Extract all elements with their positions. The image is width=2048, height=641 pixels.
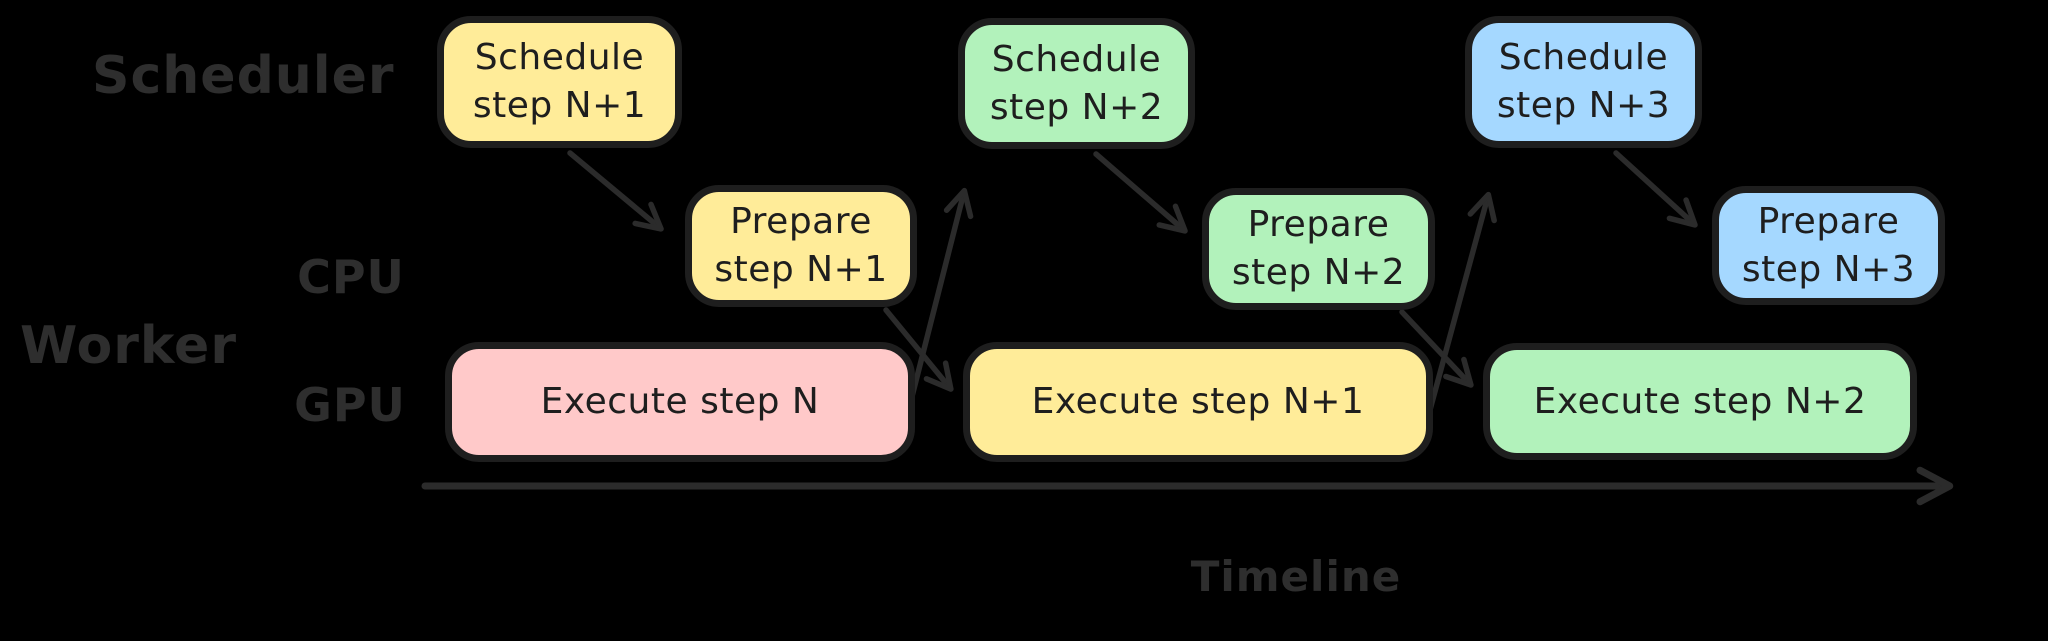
node-prepare-step-n2: Prepare step N+2 bbox=[1202, 188, 1435, 310]
lane-label-cpu: CPU bbox=[297, 250, 405, 304]
arrow-schedule-n3-to-prepare-n3 bbox=[1613, 150, 1698, 228]
node-schedule-step-n3: Schedule step N+3 bbox=[1465, 16, 1702, 148]
lane-label-worker: Worker bbox=[20, 316, 237, 376]
node-label: Schedule step N+2 bbox=[989, 38, 1164, 128]
node-execute-step-n2: Execute step N+2 bbox=[1483, 343, 1917, 460]
node-label: Prepare step N+1 bbox=[714, 201, 888, 290]
node-label: Schedule step N+1 bbox=[472, 37, 647, 126]
node-schedule-step-n1: Schedule step N+1 bbox=[437, 16, 682, 148]
node-label: Prepare step N+2 bbox=[1231, 204, 1406, 293]
arrow-execute-n1-to-schedule-n3 bbox=[1421, 191, 1497, 435]
node-execute-step-n1: Execute step N+1 bbox=[963, 342, 1433, 462]
arrow-prepare-n2-to-execute-n2 bbox=[1399, 309, 1474, 388]
node-prepare-step-n3: Prepare step N+3 bbox=[1712, 186, 1945, 305]
node-schedule-step-n2: Schedule step N+2 bbox=[958, 18, 1195, 149]
node-execute-step-n: Execute step N bbox=[445, 342, 915, 462]
node-label: Schedule step N+3 bbox=[1496, 37, 1671, 126]
node-prepare-step-n1: Prepare step N+1 bbox=[685, 185, 917, 307]
arrow-schedule-n1-to-prepare-n1 bbox=[567, 150, 664, 232]
node-label: Execute step N bbox=[540, 381, 820, 423]
arrow-schedule-n2-to-prepare-n2 bbox=[1093, 151, 1188, 234]
node-label: Prepare step N+3 bbox=[1741, 200, 1916, 290]
lane-label-gpu: GPU bbox=[294, 378, 406, 432]
node-label: Execute step N+2 bbox=[1533, 380, 1867, 422]
lane-label-scheduler: Scheduler bbox=[92, 46, 395, 106]
node-label: Execute step N+1 bbox=[1031, 381, 1365, 423]
timeline-axis-label: Timeline bbox=[1190, 552, 1402, 601]
arrow-prepare-n1-to-execute-n1 bbox=[883, 307, 954, 392]
